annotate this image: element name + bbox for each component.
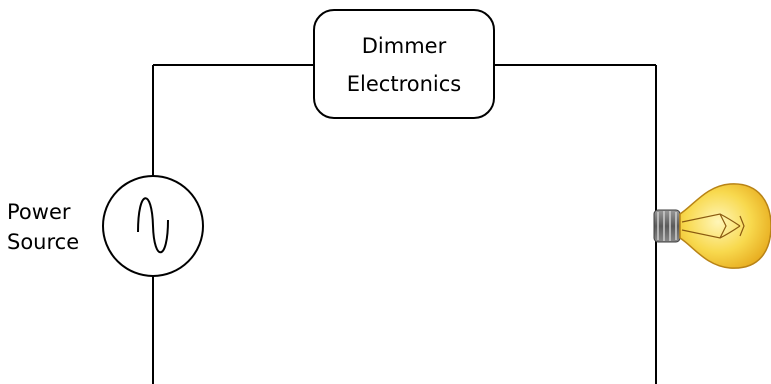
dimmer-electronics-box: Dimmer Electronics: [313, 9, 495, 119]
dimmer-label-line2: Electronics: [347, 72, 461, 96]
power-source-label-line1: Power: [7, 200, 71, 224]
ac-sine-icon: [137, 197, 169, 254]
dimmer-label-line1: Dimmer: [362, 34, 447, 58]
power-source: Power Source: [7, 175, 204, 277]
light-bulb-icon: [653, 183, 771, 269]
power-source-label-line2: Source: [7, 230, 79, 254]
bulb-filament: [681, 213, 741, 239]
